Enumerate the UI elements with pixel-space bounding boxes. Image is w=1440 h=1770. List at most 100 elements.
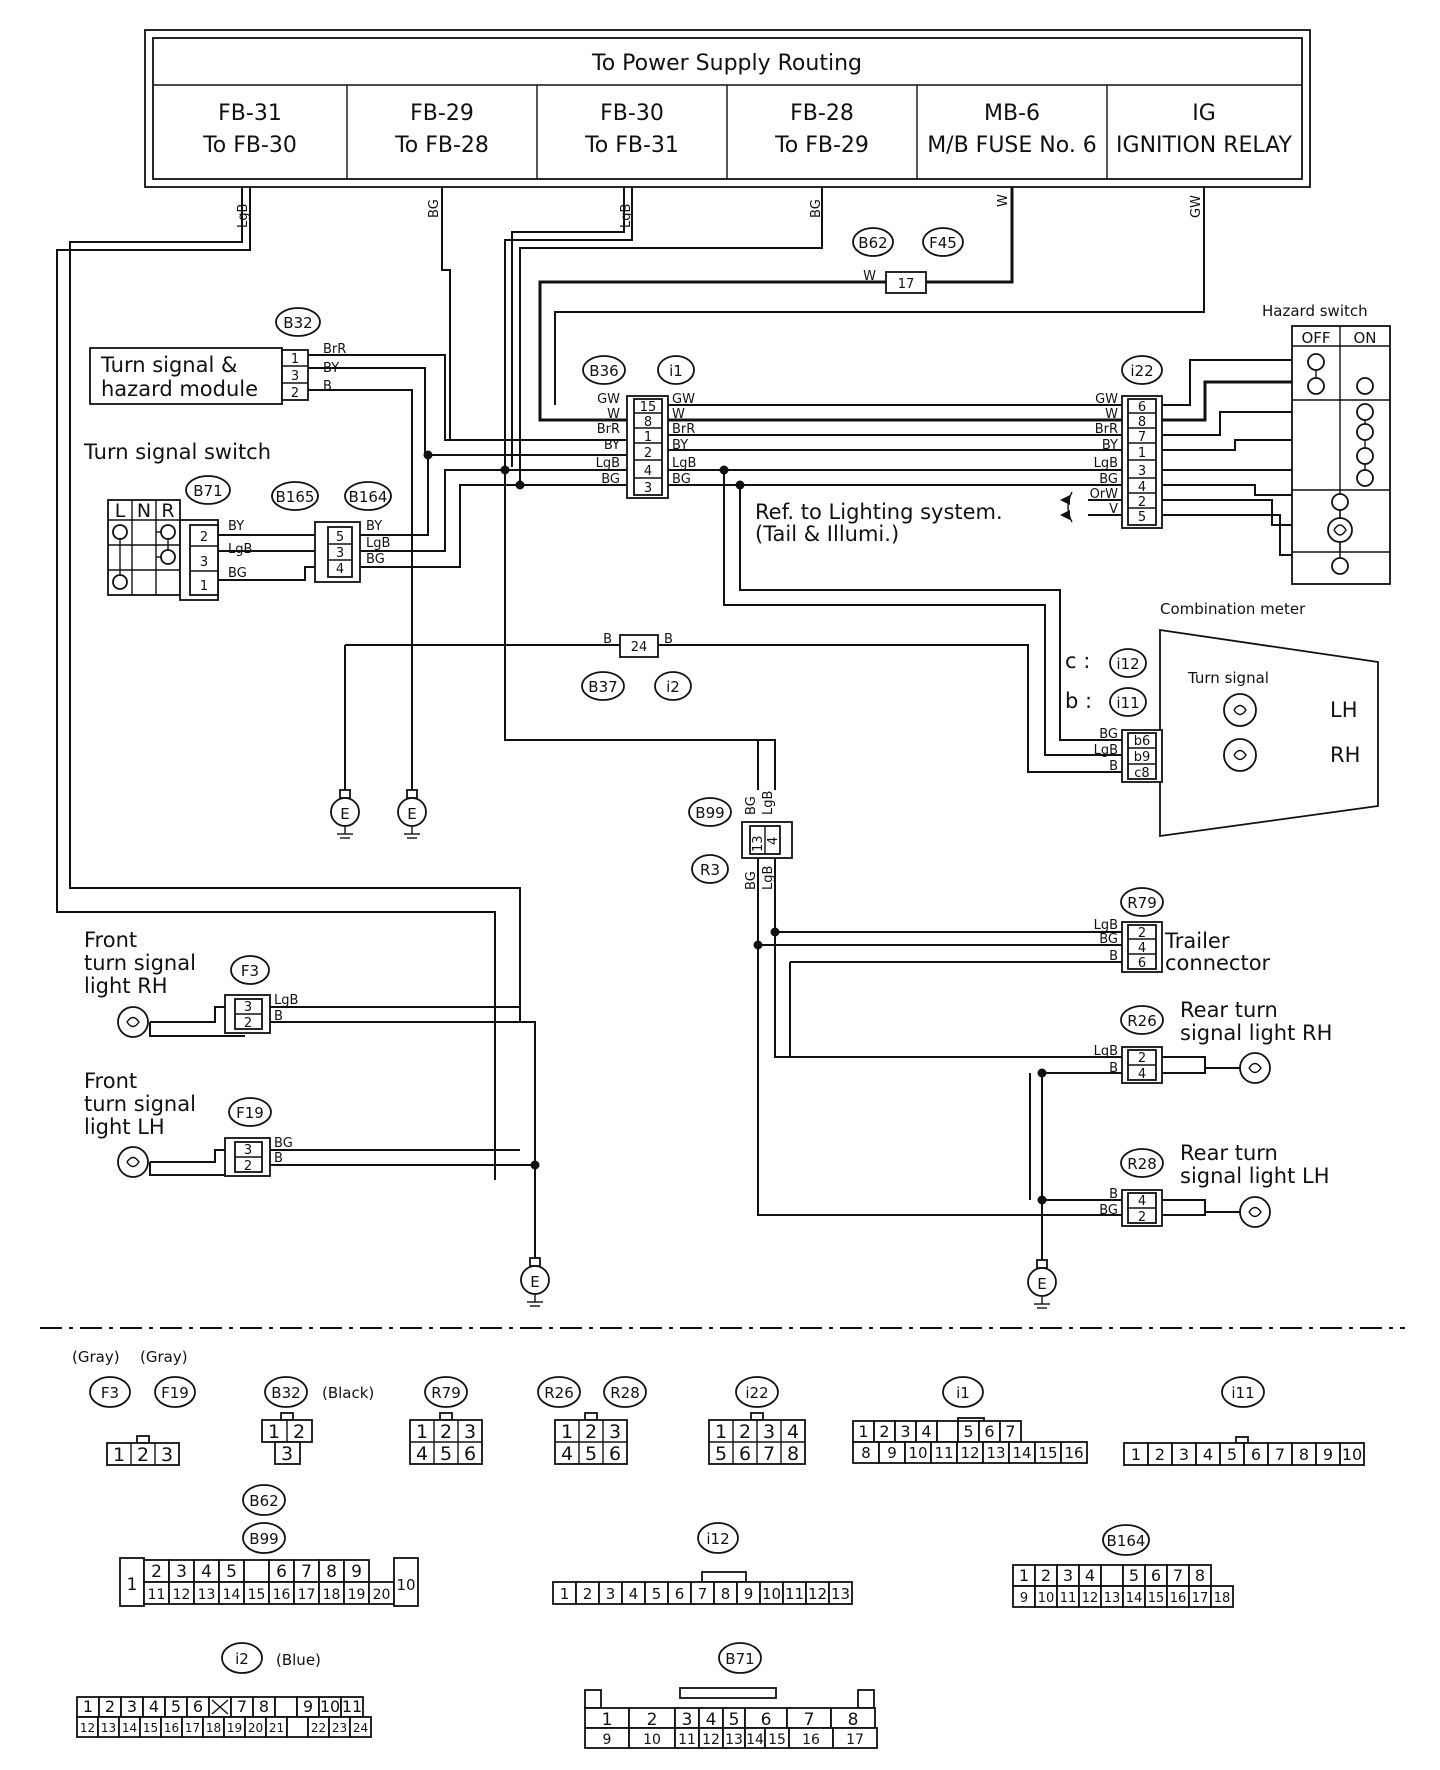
b36-pin-2: 8 (644, 415, 652, 430)
legend-cell (828, 1581, 853, 1605)
legend-pin: 4 (1085, 1566, 1095, 1585)
ground-label: E (340, 805, 349, 823)
i22-wire-3: BrR (1095, 422, 1118, 437)
legend-tag-r28: R28 (610, 1384, 640, 1402)
junction-dot (500, 465, 510, 475)
routing-title: To Power Supply Routing (591, 51, 862, 76)
b71-pin-2: 3 (200, 555, 208, 570)
wire-fb30 (504, 187, 776, 790)
tag-i1: i1 (669, 362, 683, 380)
meter-wire-2: LgB (1094, 743, 1118, 758)
b165-pin-2: 3 (336, 546, 344, 561)
connector-b37-i2: 24 B B B37 i2 (581, 632, 692, 701)
ground-icon: E (1027, 1259, 1057, 1309)
r79-wire-2: BG (1099, 932, 1118, 947)
f19-wire-2: B (274, 1151, 283, 1166)
i22-pin-6: 4 (1138, 480, 1146, 495)
legend-pin: 17 (298, 1587, 316, 1603)
tag-f45 (922, 227, 964, 257)
legend-tag-r79: R79 (431, 1384, 461, 1402)
legend-pin: 5 (1129, 1566, 1139, 1585)
legend-pin: 3 (464, 1421, 476, 1443)
hazard-switch: Hazard switch OFF ON (1262, 302, 1391, 585)
i22-wire-4: BY (1102, 438, 1118, 453)
f19-pin-2: 2 (244, 1159, 252, 1174)
legend-pin: 3 (1179, 1445, 1189, 1464)
legend-pin: 14 (223, 1587, 241, 1603)
legend-pin: 4 (629, 1585, 639, 1603)
turn-lamp-lh-icon (1223, 693, 1257, 727)
b71-wire-1: BY (228, 519, 244, 534)
legend-pin: 2 (1041, 1566, 1051, 1585)
legend-pin: 2 (440, 1421, 452, 1443)
legend-pin: 3 (1063, 1566, 1073, 1585)
tag-i12: i12 (1116, 655, 1139, 673)
b36-lwire-2: W (607, 407, 620, 422)
legend-pin: 6 (675, 1585, 685, 1603)
legend-pin: 9 (887, 1444, 897, 1462)
legend-pin: 2 (585, 1421, 597, 1443)
legend-pin: 7 (301, 1562, 312, 1582)
legend-pin: 14 (122, 1721, 137, 1735)
legend-pin: 8 (848, 1710, 859, 1730)
legend-tag-i1: i1 (956, 1384, 970, 1402)
legend-tag-b99: B99 (249, 1530, 278, 1548)
legend-pin: 5 (585, 1443, 597, 1465)
ref-lighting-1: Ref. to Lighting system. (755, 500, 1003, 524)
legend-pin: 22 (311, 1721, 326, 1735)
i22-pin-7: 2 (1138, 495, 1146, 510)
tag-r26: R26 (1127, 1012, 1157, 1030)
wire-f3-b (270, 1021, 536, 1180)
junction-dot (1037, 1195, 1047, 1205)
legend-f3-pins: 1 2 3 (106, 1442, 180, 1466)
b99-pin-1: 13 (751, 835, 766, 852)
legend-pin: 17 (185, 1721, 200, 1735)
legend-cell (1210, 1585, 1234, 1608)
legend-tag-r26: R26 (544, 1384, 574, 1402)
i22-wire-2: W (1105, 407, 1118, 422)
legend-pin: 1 (858, 1422, 868, 1441)
legend-pin: 5 (729, 1710, 740, 1730)
switch-pos-n: N (137, 500, 151, 522)
b32-pin-1: 1 (291, 352, 299, 367)
legend-black: (Black) (322, 1384, 374, 1402)
legend-pin: 10 (762, 1585, 781, 1603)
legend-pin: 2 (105, 1697, 115, 1716)
legend-pin: 17 (1192, 1591, 1209, 1606)
i1-rwire-4: BY (672, 438, 688, 453)
legend-pin: 23 (332, 1721, 347, 1735)
connector-legend: (Gray) (Gray) F3 F19 1 2 3 B32 (Black) 1… (72, 1348, 1365, 1749)
wire-meter-lgb (723, 470, 1122, 756)
legend-pin: 5 (715, 1443, 727, 1465)
legend-pin: 12 (808, 1585, 827, 1603)
wire-r26-lamp-b (1162, 1068, 1206, 1074)
b62-pin: 17 (898, 277, 915, 292)
legend-pin: 10 (1038, 1591, 1055, 1606)
legend-tag-i22: i22 (745, 1384, 768, 1402)
legend-pin: 8 (1195, 1566, 1205, 1585)
legend-pin: 9 (603, 1732, 612, 1748)
wire-hz-1 (1162, 359, 1292, 406)
legend-r26-pins: 1 2 3 4 5 6 (554, 1412, 628, 1465)
legend-pin: 11 (1060, 1591, 1077, 1606)
wire-r26-lamp-a (1162, 1056, 1240, 1069)
legend-cell (243, 1559, 270, 1583)
legend-pin: 6 (276, 1562, 287, 1582)
legend-cell (1100, 1564, 1124, 1587)
b36-pin-4: 2 (644, 446, 652, 461)
turn-module-label-2: hazard module (101, 377, 258, 401)
wire-b71-bg (218, 566, 318, 581)
front-lh-label-3: light LH (84, 1115, 165, 1139)
legend-pin: 18 (323, 1587, 341, 1603)
legend-blue: (Blue) (276, 1651, 321, 1669)
legend-pin: 9 (303, 1697, 313, 1716)
legend-pin: 7 (698, 1585, 708, 1603)
wire-f3-lamp-b (149, 1022, 245, 1037)
tag-b37: B37 (588, 678, 617, 696)
junction-dot (515, 480, 525, 490)
legend-pin: 11 (342, 1697, 362, 1716)
junction-dot (1037, 1068, 1047, 1078)
routing-col-1-a: FB-31 (218, 101, 282, 126)
legend-cell (1339, 1442, 1365, 1466)
